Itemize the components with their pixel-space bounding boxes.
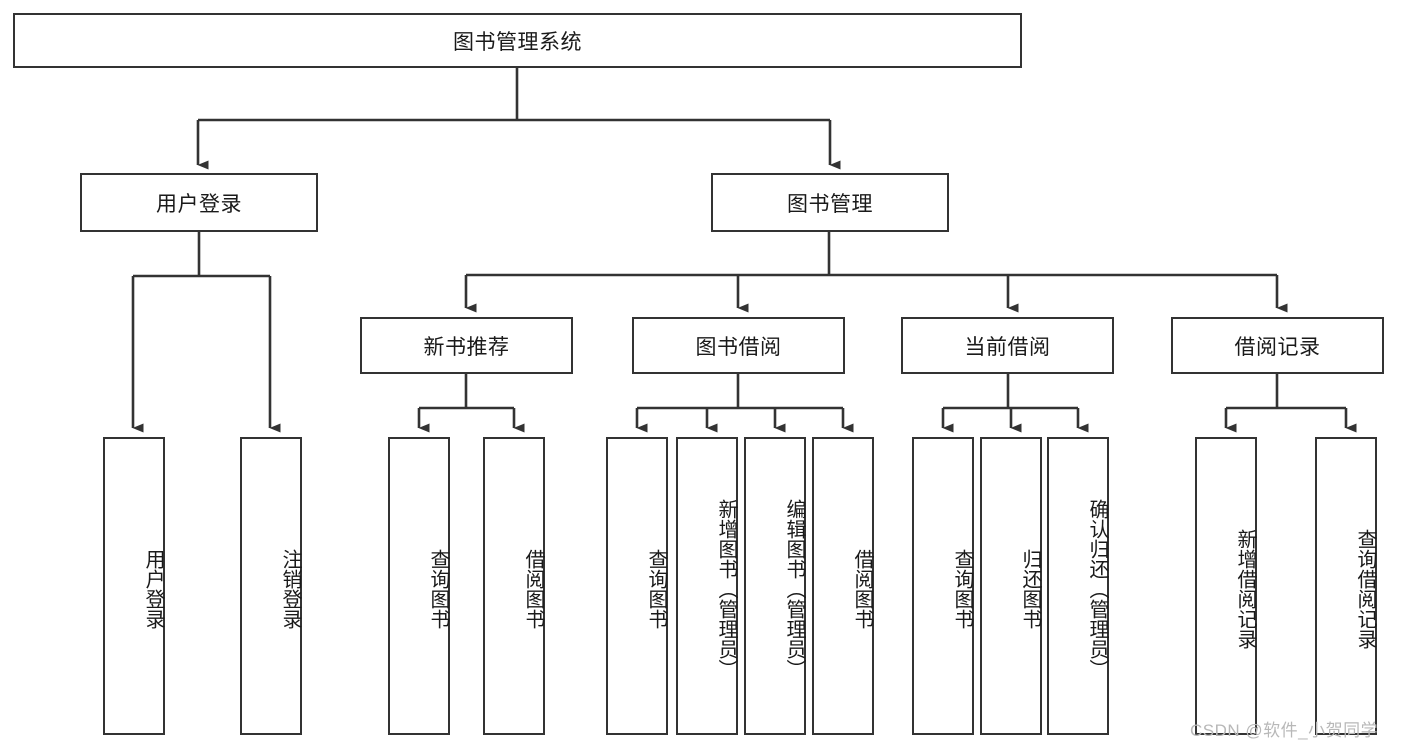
leaf-borrow-add-book-admin[interactable]: 新增图书（管理员） (676, 437, 738, 735)
node-label: 借阅记录 (1234, 335, 1321, 359)
node-label: 确认归还（管理员） (1086, 499, 1108, 679)
node-borrow-record[interactable]: 借阅记录 (1171, 317, 1384, 374)
node-label: 新增图书（管理员） (715, 499, 737, 679)
node-label: 图书管理 (787, 192, 873, 216)
node-label: 图书管理系统 (453, 30, 582, 54)
leaf-current-return-book[interactable]: 归还图书 (980, 437, 1042, 735)
leaf-current-confirm-return-admin[interactable]: 确认归还（管理员） (1047, 437, 1109, 735)
node-label: 用户登录 (142, 549, 164, 629)
node-label: 编辑图书（管理员） (783, 499, 805, 679)
leaf-record-add-record[interactable]: 新增借阅记录 (1195, 437, 1257, 735)
node-user-login[interactable]: 用户登录 (80, 173, 318, 232)
node-label: 新增借阅记录 (1234, 529, 1256, 649)
node-label: 用户登录 (156, 192, 242, 216)
node-label: 注销登录 (279, 549, 301, 629)
node-root-system[interactable]: 图书管理系统 (13, 13, 1022, 68)
leaf-user-login-logout[interactable]: 注销登录 (240, 437, 302, 735)
node-label: 借阅图书 (522, 549, 544, 629)
node-label: 借阅图书 (851, 549, 873, 629)
node-new-book-recommend[interactable]: 新书推荐 (360, 317, 573, 374)
node-label: 查询图书 (951, 549, 973, 629)
leaf-recommend-query-book[interactable]: 查询图书 (388, 437, 450, 735)
node-label: 查询借阅记录 (1354, 529, 1376, 649)
leaf-recommend-borrow-book[interactable]: 借阅图书 (483, 437, 545, 735)
leaf-current-query-book[interactable]: 查询图书 (912, 437, 974, 735)
node-label: 查询图书 (645, 549, 667, 629)
csdn-watermark: CSDN @软件_小贺同学 (1190, 721, 1379, 740)
leaf-user-login-login[interactable]: 用户登录 (103, 437, 165, 735)
leaf-borrow-borrow-book[interactable]: 借阅图书 (812, 437, 874, 735)
node-label: 新书推荐 (423, 335, 510, 359)
leaf-borrow-query-book[interactable]: 查询图书 (606, 437, 668, 735)
node-book-borrow[interactable]: 图书借阅 (632, 317, 845, 374)
node-label: 当前借阅 (964, 335, 1051, 359)
node-current-borrow[interactable]: 当前借阅 (901, 317, 1114, 374)
node-label: 图书借阅 (695, 335, 782, 359)
node-label: 归还图书 (1019, 549, 1041, 629)
leaf-borrow-edit-book-admin[interactable]: 编辑图书（管理员） (744, 437, 806, 735)
leaf-record-query-record[interactable]: 查询借阅记录 (1315, 437, 1377, 735)
node-label: 查询图书 (427, 549, 449, 629)
node-book-management[interactable]: 图书管理 (711, 173, 949, 232)
